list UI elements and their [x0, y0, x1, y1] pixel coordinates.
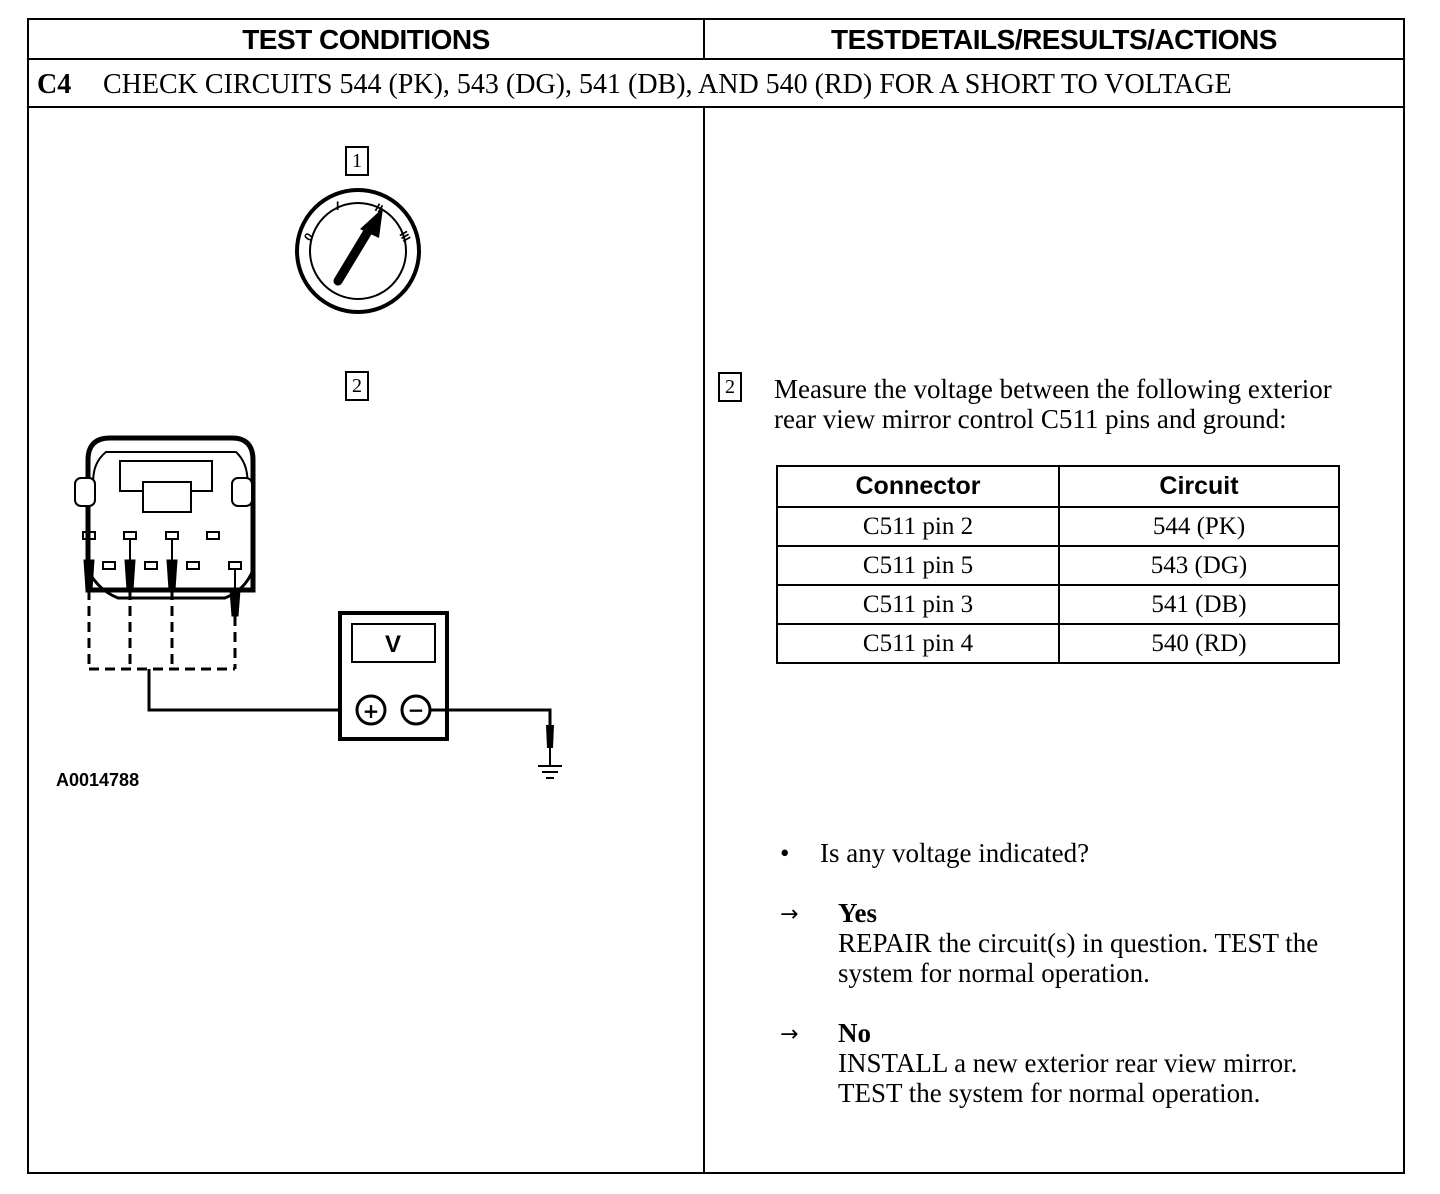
connector-cell: C511 pin 3: [776, 584, 1060, 625]
figure-step-2-label: 2: [345, 371, 369, 401]
test-illustration: 0 I II III: [74, 188, 562, 779]
negative-lead: [430, 708, 552, 725]
test-conditions-header: TEST CONDITIONS: [242, 24, 490, 55]
connector-cell: C511 pin 2: [776, 506, 1060, 547]
step-title-row: C4 CHECK CIRCUITS 544 (PK), 543 (DG), 54…: [37, 65, 1232, 105]
table-row: C511 pin 5 543 (DG): [776, 545, 1340, 586]
yes-label: Yes: [838, 898, 877, 928]
detail-step-2-label: 2: [718, 372, 742, 402]
no-answer: No INSTALL a new exterior rear view mirr…: [838, 1018, 1297, 1108]
table-header-row: Connector Circuit: [776, 465, 1340, 508]
instruction-line-1: Measure the voltage between the followin…: [774, 374, 1332, 404]
yes-action-line-2: system for normal operation.: [838, 958, 1150, 988]
ground-icon: [538, 725, 562, 779]
yes-answer: Yes REPAIR the circuit(s) in question. T…: [838, 898, 1318, 988]
header-divider: [29, 58, 1403, 60]
ignition-switch-icon: 0 I II III: [295, 188, 421, 314]
table-row: C511 pin 3 541 (DB): [776, 584, 1340, 625]
column-divider-top: [703, 20, 705, 60]
column-header-connector: Connector: [776, 465, 1060, 508]
no-action-line-2: TEST the system for normal operation.: [838, 1078, 1261, 1108]
step-title-divider: [29, 106, 1403, 108]
column-header-circuit: Circuit: [1058, 465, 1340, 508]
positive-lead: [147, 669, 356, 712]
instruction-text: Measure the voltage between the followin…: [774, 374, 1332, 434]
voltmeter-icon: V + −: [338, 611, 449, 741]
ignition-position-3: III: [396, 229, 413, 245]
no-arrow-icon: →: [780, 1022, 799, 1047]
figure-step-1-label: 1: [345, 146, 369, 176]
yes-action-line-1: REPAIR the circuit(s) in question. TEST …: [838, 928, 1319, 958]
connector-cell: C511 pin 5: [776, 545, 1060, 586]
test-procedure-frame: TEST CONDITIONS TESTDETAILS/RESULTS/ACTI…: [27, 18, 1405, 1174]
bullet-icon: •: [780, 838, 790, 868]
circuit-cell: 541 (DB): [1058, 584, 1340, 625]
connector-circuit-table: Connector Circuit C511 pin 2 544 (PK) C5…: [776, 465, 1340, 664]
ignition-position-1: I: [336, 199, 339, 213]
step-title: CHECK CIRCUITS 544 (PK), 543 (DG), 541 (…: [103, 69, 1232, 100]
instruction-line-2: rear view mirror control C511 pins and g…: [774, 404, 1287, 434]
meter-negative-sign: −: [408, 698, 425, 722]
c511-connector-icon: [74, 435, 256, 600]
table-row: C511 pin 2 544 (PK): [776, 506, 1340, 547]
meter-positive-terminal: [355, 694, 387, 726]
column-divider-main: [703, 106, 705, 1172]
dashed-probe-leads: [87, 590, 237, 671]
table-row: C511 pin 4 540 (RD): [776, 623, 1340, 664]
circuit-cell: 544 (PK): [1058, 506, 1340, 547]
probe-icons: [83, 539, 241, 617]
no-label: No: [838, 1018, 871, 1048]
connector-cell: C511 pin 4: [776, 623, 1060, 664]
meter-display-label: V: [385, 631, 401, 658]
circuit-cell: 540 (RD): [1058, 623, 1340, 664]
question-text: Is any voltage indicated?: [820, 838, 1090, 868]
meter-positive-sign: +: [363, 699, 380, 723]
test-details-header: TESTDETAILS/RESULTS/ACTIONS: [831, 24, 1277, 55]
no-action-line-1: INSTALL a new exterior rear view mirror.: [838, 1048, 1298, 1078]
step-id: C4: [37, 69, 72, 100]
circuit-cell: 543 (DG): [1058, 545, 1340, 586]
yes-arrow-icon: →: [780, 902, 799, 927]
figure-id: A0014788: [56, 770, 140, 790]
